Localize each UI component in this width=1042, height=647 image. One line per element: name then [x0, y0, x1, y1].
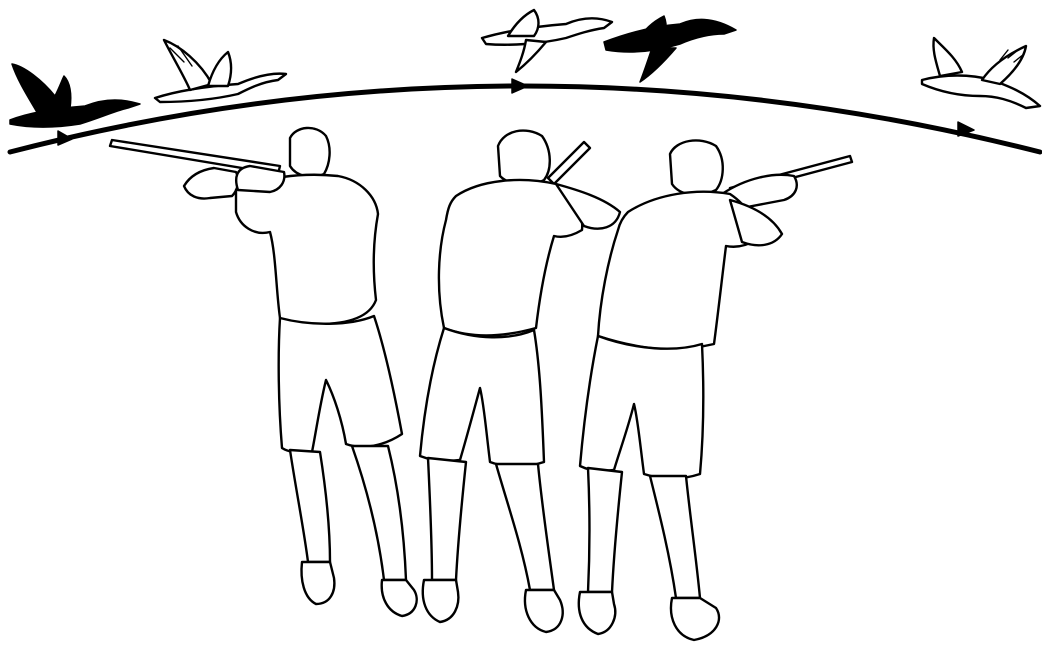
shooter-3-shoe-right: [671, 598, 719, 640]
shooter-3-shorts: [580, 336, 703, 479]
shooter-2-shotgun: [548, 142, 590, 184]
shooter-3-head: [670, 140, 723, 194]
shooter-1: [110, 128, 417, 616]
bird-4-silhouette: [604, 16, 736, 82]
bird-3-outline: [482, 10, 612, 72]
flight-path-arrow-left: [58, 131, 72, 145]
shooters: [110, 128, 852, 640]
shooter-3-shoe-left: [579, 592, 615, 634]
bird-2-outline: [155, 40, 286, 102]
shooter-2-shirt: [439, 180, 582, 336]
shooter-1-head: [290, 128, 330, 177]
shooter-2-head: [498, 131, 550, 185]
bird-5-outline: [922, 38, 1040, 108]
shooter-1-shirt: [236, 175, 378, 324]
bird-1-silhouette: [10, 64, 140, 127]
shooter-2-shorts: [420, 328, 544, 467]
birds: [10, 10, 1040, 127]
shooter-1-shorts: [279, 316, 402, 453]
flight-path-arrow-middle: [512, 79, 528, 93]
shooter-2-shoe-left: [423, 580, 459, 622]
shooter-2-shoe-right: [525, 590, 563, 632]
shooter-1-shoe-left: [302, 562, 335, 604]
shooter-1-shoe-right: [382, 580, 417, 616]
shooter-3-shirt: [598, 192, 756, 350]
